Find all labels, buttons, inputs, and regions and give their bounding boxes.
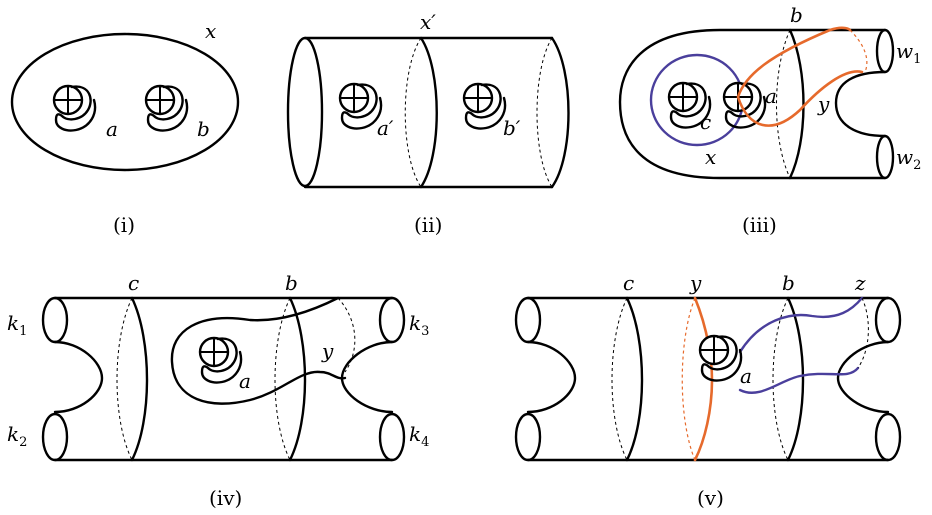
disk-boundary [10, 32, 240, 172]
end-right-bottom [874, 412, 902, 462]
label-y: y [321, 339, 334, 363]
label-k4: k4 [409, 422, 429, 450]
end-w1 [875, 28, 895, 74]
crosscap-a-icon [52, 84, 97, 132]
curve-b-back [772, 297, 789, 461]
label-y: y [689, 271, 702, 295]
end-k1 [41, 296, 69, 344]
caption-iv: (iv) [209, 486, 242, 510]
u-surface-inner [834, 70, 887, 138]
label-z: z [854, 271, 866, 295]
panel-i: x a b (i) [10, 19, 240, 237]
end-k2 [41, 412, 69, 462]
crosscap-a-prime-icon [338, 82, 383, 130]
curve-c-back [116, 297, 133, 461]
end-k4 [378, 412, 406, 462]
end-left-bottom [514, 412, 542, 462]
label-a-prime: a′ [377, 116, 394, 140]
label-y: y [817, 92, 830, 116]
crosscap-a-icon [198, 336, 243, 384]
curve-b-front [788, 28, 805, 180]
label-c: c [128, 271, 139, 295]
label-a: a [740, 364, 752, 388]
label-k3: k3 [409, 311, 429, 339]
label-x-prime: x′ [420, 10, 436, 34]
label-x: x [205, 19, 216, 43]
curve-y-back [681, 297, 696, 461]
curve-c-front [130, 296, 149, 462]
crosscap-b-prime-icon [462, 82, 507, 130]
cylinder-right-back [536, 37, 553, 188]
caption-v: (v) [697, 486, 724, 510]
right-saddle [340, 340, 394, 414]
curve-x-prime-front [419, 36, 438, 189]
panel-iv: c b y a k1 k2 k3 k4 (iv) [7, 271, 429, 510]
label-w2: w2 [896, 145, 921, 173]
label-a: a [239, 369, 251, 393]
label-w1: w1 [896, 39, 921, 67]
curve-y-back [337, 297, 356, 373]
end-w2 [875, 134, 895, 180]
curve-x-prime-back [404, 37, 422, 188]
cylinder-left-end [286, 36, 324, 188]
end-right-top [874, 296, 902, 344]
label-b: b [285, 271, 298, 295]
left-saddle [53, 340, 104, 414]
label-c: c [700, 110, 711, 134]
right-saddle [836, 340, 890, 414]
curve-y [736, 26, 864, 127]
label-b: b [782, 271, 795, 295]
curve-b-back [274, 297, 291, 461]
end-k3 [378, 296, 406, 344]
label-b: b [790, 3, 803, 27]
label-b: b [197, 117, 210, 141]
curve-c-back [611, 297, 628, 461]
label-k2: k2 [7, 422, 27, 450]
label-b-prime: b′ [503, 116, 521, 140]
label-k1: k1 [7, 311, 27, 339]
label-a: a [765, 84, 777, 108]
caption-iii: (iii) [742, 213, 777, 237]
left-saddle [526, 340, 577, 414]
crosscap-a-icon [698, 334, 743, 382]
cylinder-right-front [550, 36, 570, 189]
caption-i: (i) [113, 213, 135, 237]
curve-z-front [738, 296, 864, 394]
curve-y-loop [170, 296, 347, 405]
curve-c-front [625, 296, 644, 462]
end-left-top [514, 296, 542, 344]
crosscap-a-icon [722, 81, 767, 129]
label-a: a [106, 117, 118, 141]
u-surface-outer [618, 28, 887, 180]
caption-ii: (ii) [414, 213, 442, 237]
curve-y-back [849, 29, 868, 73]
label-x: x [705, 145, 716, 169]
panel-iii: b a c y x w1 w2 (iii) [618, 3, 921, 237]
panel-ii: x′ a′ b′ (ii) [286, 10, 570, 237]
panel-v: c y b z a (v) [514, 271, 902, 510]
curve-z-back [857, 297, 869, 369]
crosscap-b-icon [144, 84, 189, 132]
label-c: c [623, 271, 634, 295]
